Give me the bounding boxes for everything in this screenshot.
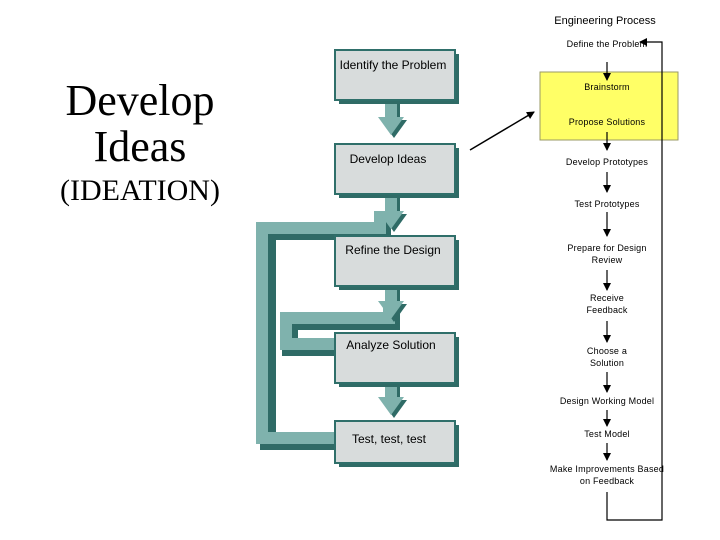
down-arrows (378, 99, 407, 418)
step-define-problem: Define the Problem (566, 39, 648, 49)
engineering-process-title: Engineering Process (554, 15, 656, 27)
box-test: Test, test, test (351, 432, 427, 446)
step-develop-prototypes: Develop Prototypes (565, 157, 649, 167)
step-choose-solution: Choose a Solution (586, 346, 628, 368)
box-identify-problem: Identify the Problem (339, 58, 447, 72)
highlight-region (539, 71, 679, 141)
step-make-improvements: Make Improvements Based on Feedback (549, 464, 665, 486)
slide-subtitle: (IDEATION) (60, 174, 220, 207)
step-test-prototypes: Test Prototypes (574, 199, 640, 209)
slide-title: Develop Ideas (65, 76, 215, 171)
box-refine-design: Refine the Design (345, 243, 441, 257)
design-boxes (334, 49, 459, 467)
step-propose-solutions: Propose Solutions (568, 117, 646, 127)
box-analyze-solution: Analyze Solution (346, 338, 436, 352)
process-connectors (603, 38, 663, 521)
step-design-working-model: Design Working Model (559, 396, 655, 406)
step-brainstorm: Brainstorm (584, 82, 630, 92)
pointer-arrow (469, 111, 535, 151)
box-develop-ideas: Develop Ideas (349, 152, 427, 166)
step-receive-feedback: Receive Feedback (586, 293, 628, 315)
step-prepare-design-review: Prepare for Design Review (567, 243, 647, 265)
step-test-model: Test Model (584, 429, 630, 439)
